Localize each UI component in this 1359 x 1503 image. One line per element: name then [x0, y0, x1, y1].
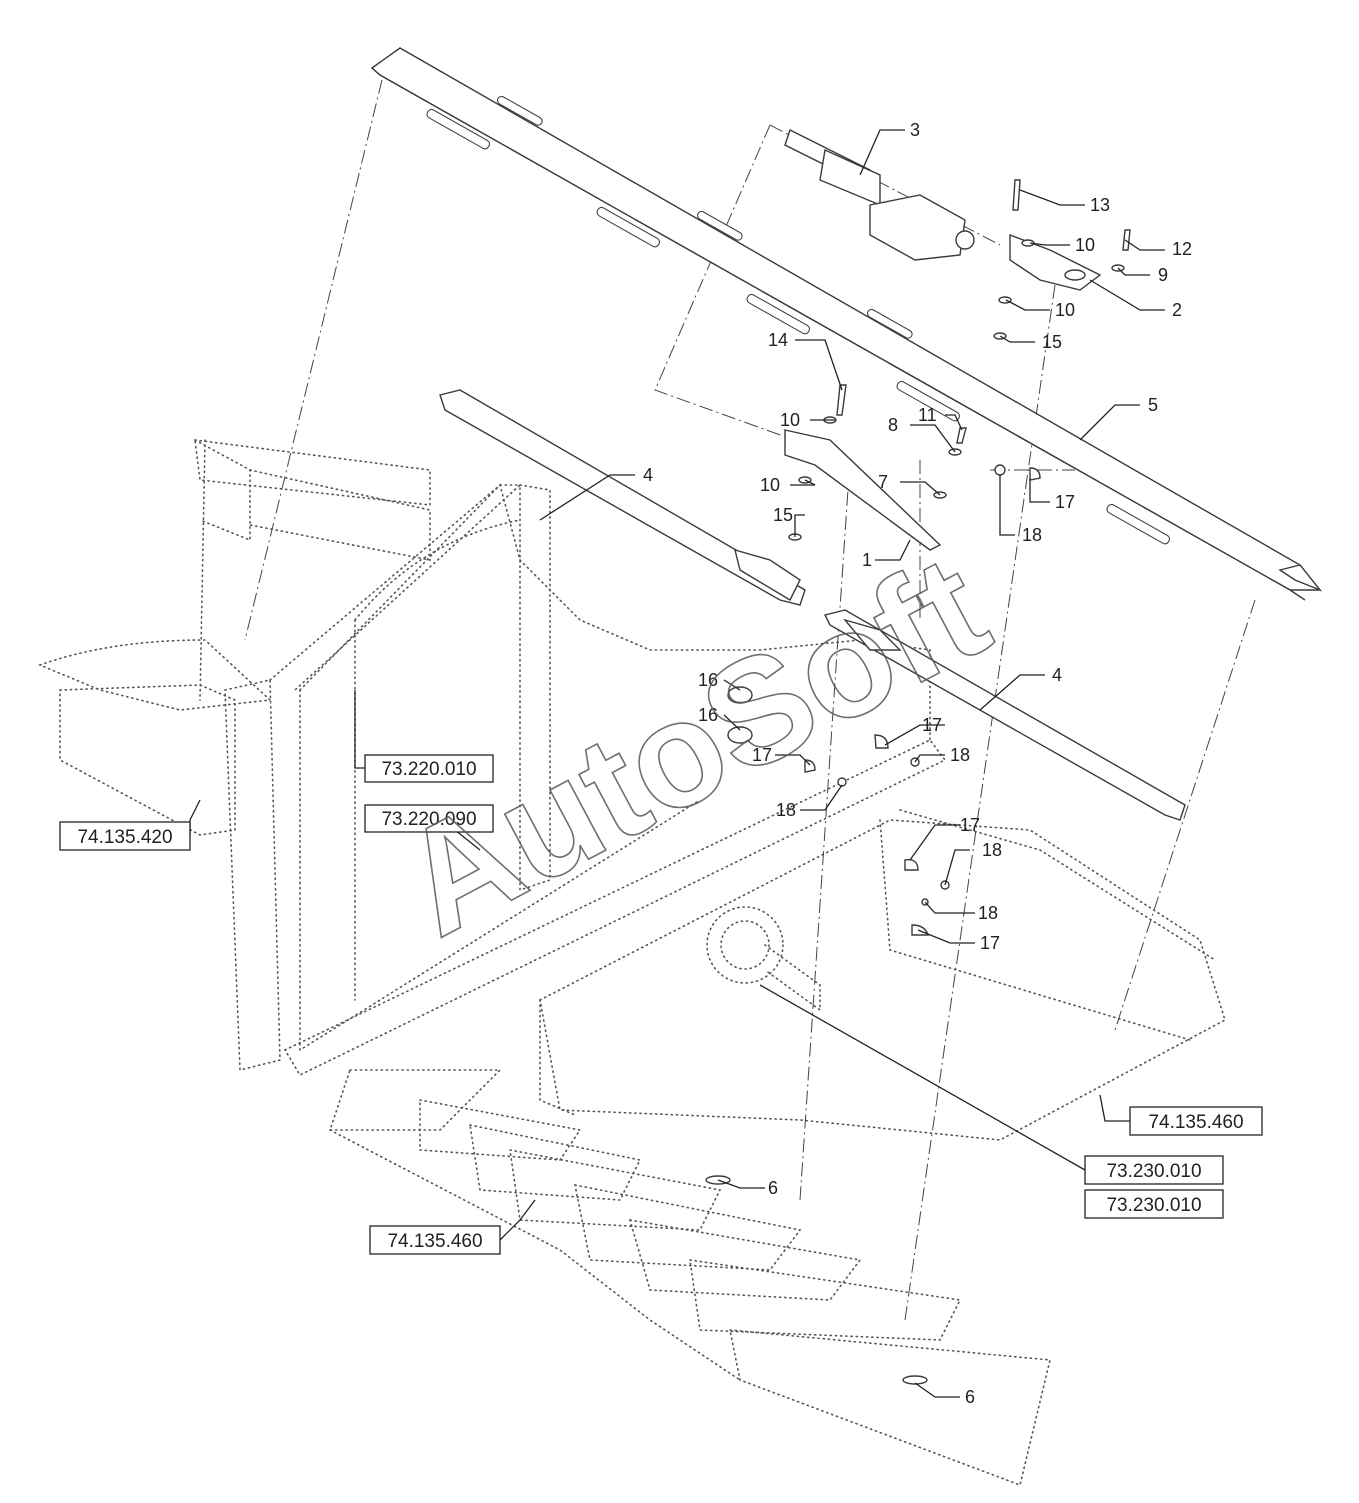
svg-text:73.230.010: 73.230.010	[1106, 1161, 1201, 1182]
callout-1: 1	[862, 550, 872, 570]
callout-17: 17	[752, 745, 772, 765]
svg-text:74.135.460: 74.135.460	[387, 1231, 482, 1252]
callout-3: 3	[910, 120, 920, 140]
callout-6: 6	[768, 1178, 778, 1198]
callout-7: 7	[878, 472, 888, 492]
callout-18: 18	[1022, 525, 1042, 545]
svg-text:73.230.010: 73.230.010	[1106, 1195, 1201, 1216]
svg-text:73.220.010: 73.220.010	[381, 759, 476, 780]
part-4-rail-lower	[823, 609, 1186, 821]
callout-18: 18	[950, 745, 970, 765]
callout-5: 5	[1148, 395, 1158, 415]
callout-13: 13	[1090, 195, 1110, 215]
part-4-rail-upper	[439, 389, 806, 606]
callout-8: 8	[888, 415, 898, 435]
ref-box[interactable]: 73.220.090	[364, 804, 494, 833]
part-2-bracket	[1009, 233, 1102, 291]
callout-17: 17	[922, 715, 942, 735]
part-3-actuator	[784, 129, 975, 261]
callout-labels: 3 13 10 12 9 10 2 15 14 10 11 5 8 4 10 7…	[643, 120, 1192, 1407]
watermark: AutoSoft	[374, 522, 1012, 968]
callout-6: 6	[965, 1387, 975, 1407]
callout-11: 11	[918, 405, 937, 425]
reference-boxes: 73.220.010 73.220.090 74.135.420 74.135.…	[59, 754, 1263, 1255]
callout-18: 18	[982, 840, 1002, 860]
callout-10: 10	[1075, 235, 1095, 255]
callout-12: 12	[1172, 239, 1192, 259]
ref-box[interactable]: 74.135.460	[369, 1225, 501, 1255]
frame-assembly	[37, 439, 1226, 1487]
callout-14: 14	[768, 330, 788, 350]
callout-10: 10	[780, 410, 800, 430]
callout-17: 17	[960, 815, 980, 835]
callout-17: 17	[980, 933, 1000, 953]
ref-box[interactable]: 74.135.420	[59, 821, 191, 851]
callout-18: 18	[776, 800, 796, 820]
callout-15: 15	[773, 505, 793, 525]
callout-16: 16	[698, 705, 718, 725]
callout-15: 15	[1042, 332, 1062, 352]
ref-box[interactable]: 74.135.460	[1129, 1106, 1263, 1136]
callout-10: 10	[1055, 300, 1075, 320]
callout-16: 16	[698, 670, 718, 690]
ref-box[interactable]: 73.220.010	[364, 754, 494, 783]
callout-9: 9	[1158, 265, 1168, 285]
callout-17: 17	[1055, 492, 1075, 512]
ref-box[interactable]: 73.230.010	[1084, 1155, 1224, 1185]
callout-18: 18	[978, 903, 998, 923]
callout-2: 2	[1172, 300, 1182, 320]
leader-lines	[189, 129, 1165, 1398]
svg-text:74.135.420: 74.135.420	[77, 827, 172, 848]
svg-text:73.220.090: 73.220.090	[381, 809, 476, 830]
ref-box[interactable]: 73.230.010	[1084, 1189, 1224, 1219]
svg-text:74.135.460: 74.135.460	[1148, 1112, 1243, 1133]
callout-10: 10	[760, 475, 780, 495]
part-1-rod	[784, 429, 942, 551]
part-5-top-beam	[370, 47, 1323, 601]
callout-4: 4	[643, 465, 653, 485]
callout-4: 4	[1052, 665, 1062, 685]
